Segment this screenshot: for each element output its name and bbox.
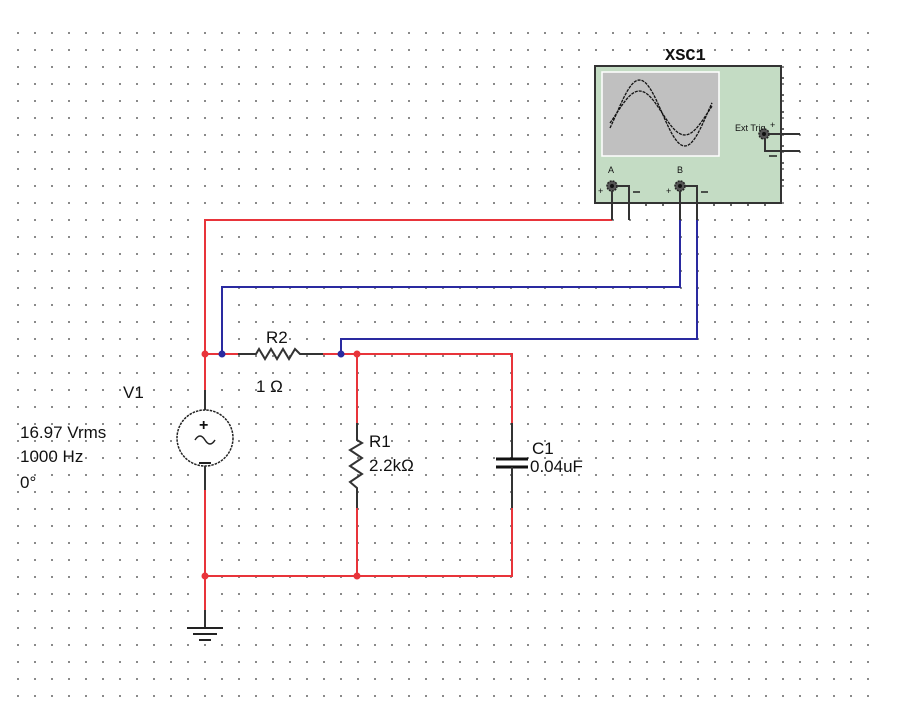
channel-b-terminal[interactable] <box>674 180 686 192</box>
junction-dot <box>201 350 209 358</box>
wire-bottom-rail[interactable] <box>205 508 513 577</box>
r2-value-label: 1 Ω <box>256 377 283 396</box>
junction-dot <box>201 572 209 580</box>
oscilloscope-screen <box>601 71 720 157</box>
wire-channel-b-left[interactable] <box>221 196 681 354</box>
ext-trig-minus-wire <box>764 139 800 152</box>
v1-ref-label: V1 <box>123 383 144 402</box>
channel-b-plus: + <box>666 186 671 196</box>
oscilloscope-ref-label: XSC1 <box>665 47 706 66</box>
r2-ref-label: R2 <box>266 328 288 347</box>
c1-value-label: 0.04uF <box>530 457 583 476</box>
r1-value-label: 2.2kΩ <box>369 456 414 475</box>
oscilloscope-ticks <box>645 77 784 206</box>
junction-dot <box>218 350 226 358</box>
channel-b-label: B <box>677 165 683 175</box>
wires <box>204 196 698 610</box>
resistor-r1-symbol <box>348 423 364 508</box>
ground-symbol[interactable] <box>187 610 223 641</box>
wire-channel-b-right[interactable] <box>340 196 698 354</box>
junction-dot <box>353 350 361 358</box>
wire-top-rail-right[interactable] <box>323 353 513 423</box>
wire-channel-a[interactable] <box>204 219 612 354</box>
ext-trig-label: Ext Trig <box>735 123 766 133</box>
waveform-channel-b <box>609 90 713 136</box>
v1-voltage-label: 16.97 Vrms <box>20 423 106 442</box>
c1-ref-label: C1 <box>532 439 554 458</box>
ext-trig-terminal[interactable] <box>758 128 770 140</box>
ext-trig-plus: + <box>770 120 775 130</box>
capacitor-c1[interactable]: C1 0.04uF <box>496 423 583 508</box>
junction-dot <box>337 350 345 358</box>
resistor-r1[interactable]: R1 2.2kΩ <box>348 423 414 508</box>
v1-phase-label: 0° <box>20 473 36 492</box>
junctions <box>201 350 361 580</box>
junction-dot <box>353 572 361 580</box>
oscilloscope-xsc1[interactable]: XSC1 Ext Trig + A + B + <box>594 47 800 220</box>
channel-a-label: A <box>608 165 614 175</box>
source-plus-sign: + <box>199 417 208 434</box>
resistor-r2-symbol <box>238 347 323 361</box>
resistor-r2[interactable]: R2 1 Ω <box>238 328 323 396</box>
r1-ref-label: R1 <box>369 432 391 451</box>
channel-a-terminal[interactable] <box>606 180 618 192</box>
sine-wave-icon <box>194 435 216 445</box>
ac-source-v1[interactable]: + V1 16.97 Vrms 1000 Hz 0° <box>20 383 234 492</box>
v1-frequency-label: 1000 Hz <box>20 447 83 466</box>
channel-a-plus: + <box>598 186 603 196</box>
